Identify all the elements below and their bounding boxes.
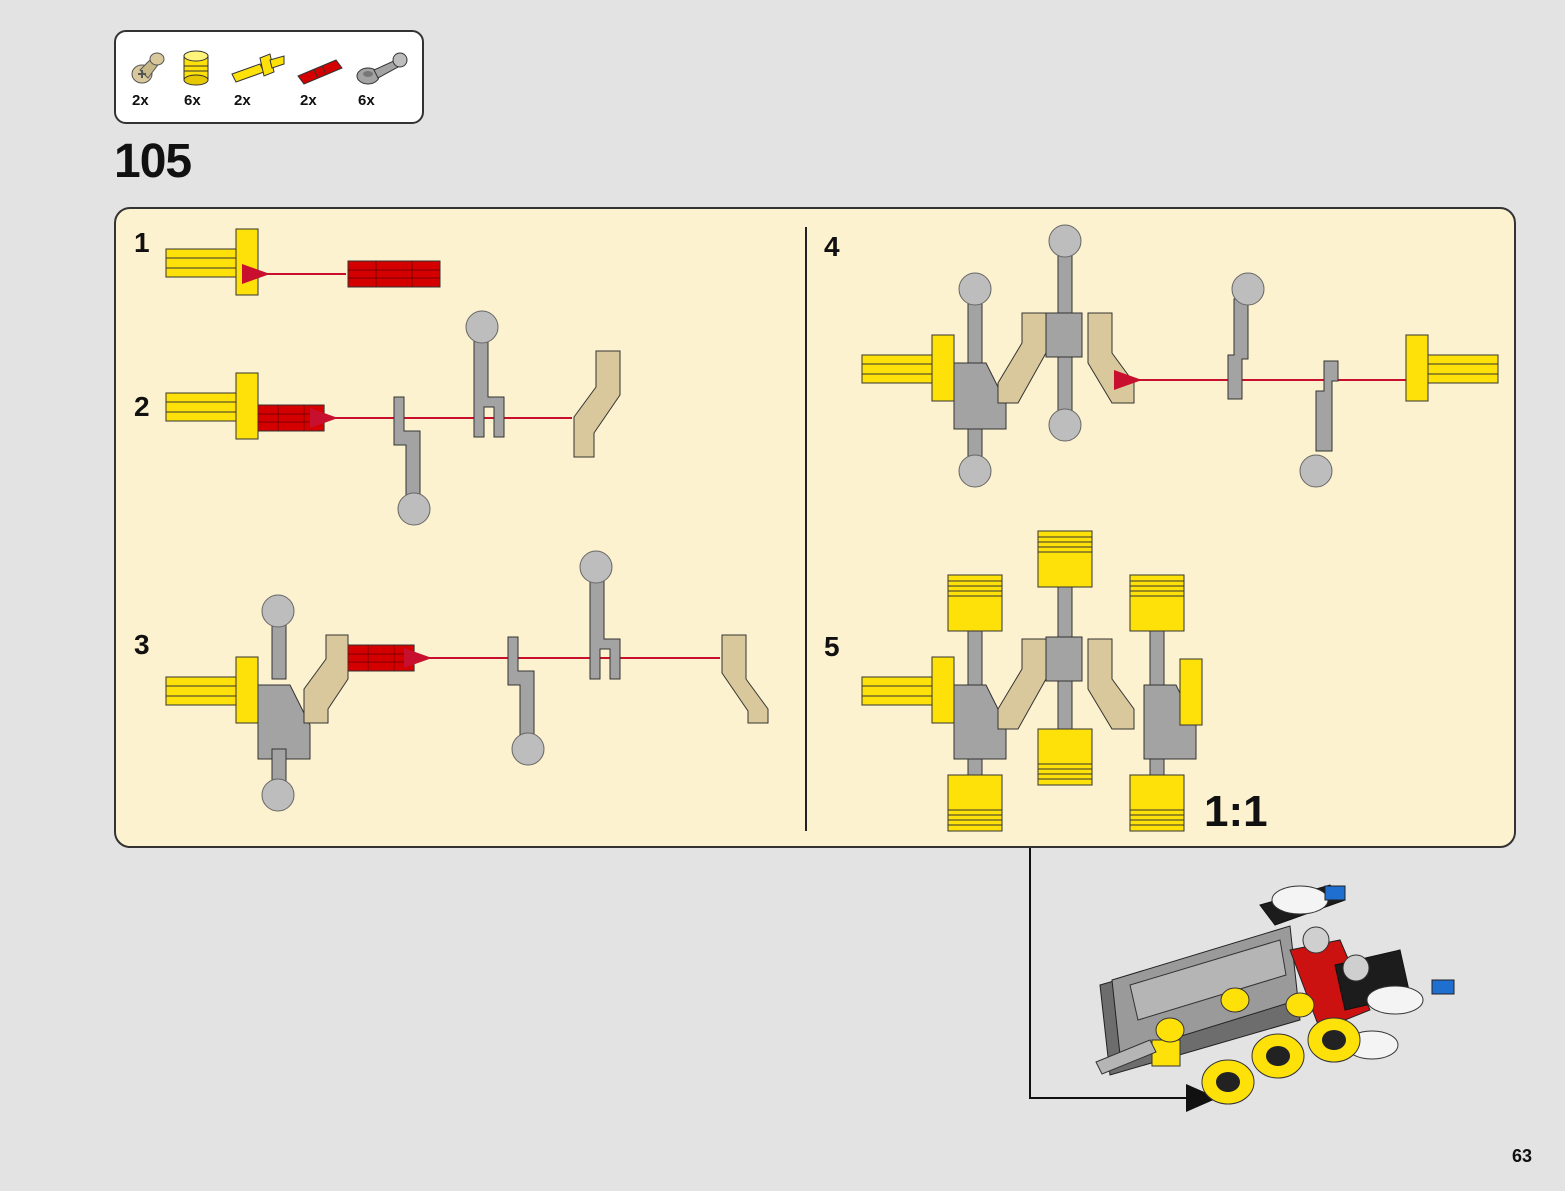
- part-gray-ball-link: 6x: [354, 40, 414, 120]
- substep-5-label: 5: [824, 631, 840, 662]
- gray-ball-link-icon: [356, 52, 408, 85]
- assembled-engine-model: [1095, 884, 1455, 1105]
- part-red-axle: 2x: [296, 40, 356, 120]
- part-qty: 6x: [184, 92, 201, 109]
- yellow-bush-icon: [183, 50, 209, 86]
- parts-list-callout: 2x 6x 2x 2x 6x: [114, 30, 424, 124]
- part-yellow-bush: 6x: [180, 40, 240, 120]
- step-number: 105: [114, 135, 192, 188]
- part-qty: 2x: [132, 92, 149, 109]
- panel-divider: [805, 227, 807, 831]
- step-5-diagram: [861, 530, 1203, 832]
- part-qty: 2x: [234, 92, 251, 109]
- part-qty: 2x: [300, 92, 317, 109]
- page-number: 63: [1512, 1146, 1533, 1166]
- callout-line: [1029, 848, 1218, 1112]
- step-3-diagram: [165, 550, 769, 812]
- assembly-diagram: [165, 224, 1499, 832]
- step-2-diagram: [165, 310, 621, 526]
- scale-label: 1:1: [1204, 787, 1268, 836]
- part-qty: 6x: [358, 92, 375, 109]
- substep-2-label: 2: [134, 391, 150, 422]
- step-1-diagram: [165, 228, 441, 296]
- part-yellow-axle-pin: 2x: [230, 40, 290, 120]
- substep-1-label: 1: [134, 227, 150, 258]
- step-4-diagram: [861, 224, 1499, 488]
- instruction-panel: 1 2 3 4 5 1:1: [114, 207, 1516, 848]
- red-axle-icon: [297, 59, 343, 85]
- tan-axle-connector-icon: [131, 52, 165, 84]
- yellow-axle-pin-icon: [231, 53, 285, 83]
- substep-4-label: 4: [824, 231, 840, 262]
- part-tan-axle-connector: 2x: [128, 40, 188, 120]
- substep-3-label: 3: [134, 629, 150, 660]
